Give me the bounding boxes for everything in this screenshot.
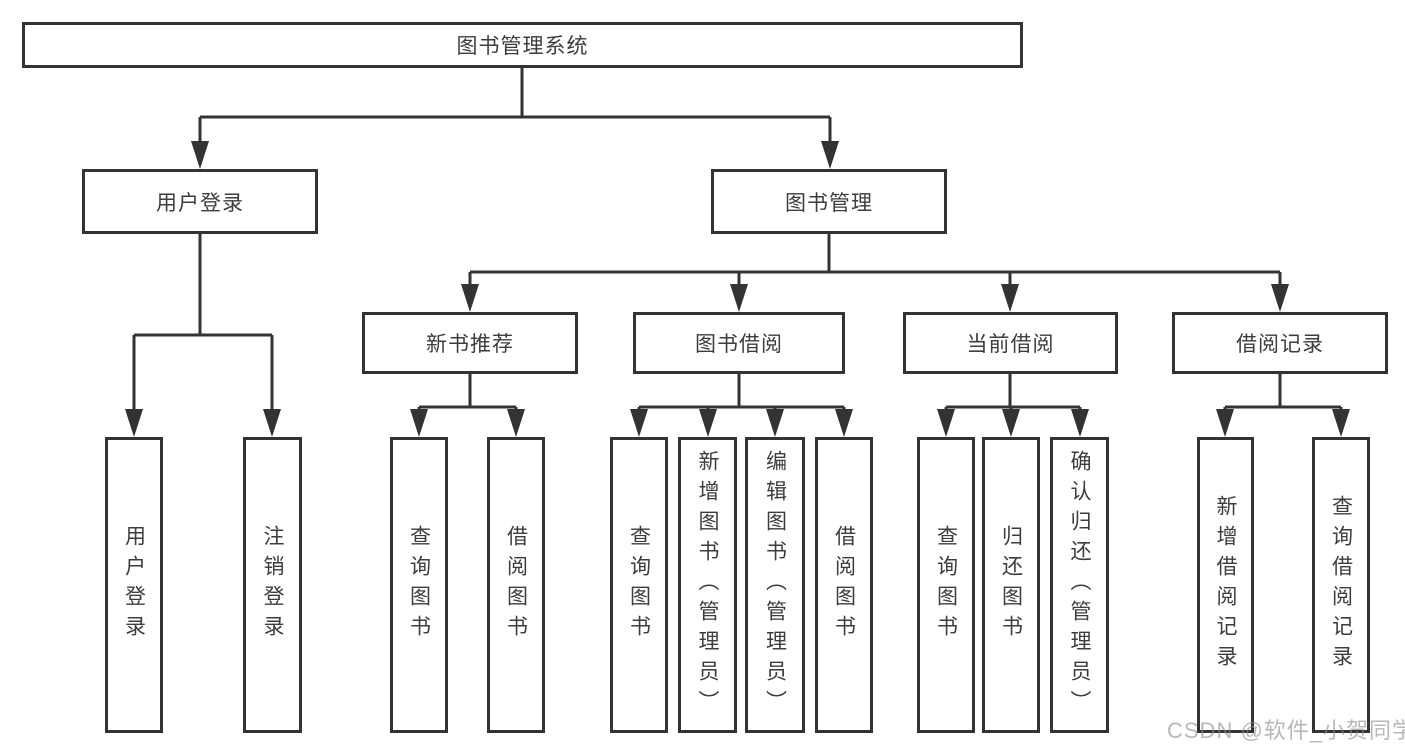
leaf-edit-books-admin: 编辑图书（管理员） xyxy=(745,437,805,733)
leaf-borrowing-query-books: 查询图书 xyxy=(610,437,668,733)
leaf-add-borrow-record: 新增借阅记录 xyxy=(1197,437,1254,733)
leaf-query-borrow-record: 查询借阅记录 xyxy=(1312,437,1370,733)
watermark-text: CSDN @软件_小贺同学 xyxy=(1167,718,1405,743)
leaf-add-books-admin: 新增图书（管理员） xyxy=(678,437,737,733)
node-book-management: 图书管理 xyxy=(711,169,947,234)
leaf-return-books: 归还图书 xyxy=(982,437,1040,733)
arrowheads xyxy=(125,141,1350,437)
leaf-logout: 注销登录 xyxy=(243,437,302,733)
leaf-recommend-query-books: 查询图书 xyxy=(390,437,448,733)
leaf-user-login: 用户登录 xyxy=(105,437,163,733)
node-root-system: 图书管理系统 xyxy=(22,22,1023,68)
leaf-recommend-borrow-books: 借阅图书 xyxy=(487,437,545,733)
node-new-book-recommend: 新书推荐 xyxy=(362,312,578,374)
leaf-confirm-return-admin: 确认归还（管理员） xyxy=(1050,437,1109,733)
node-user-login: 用户登录 xyxy=(82,169,318,234)
node-current-borrowing: 当前借阅 xyxy=(903,312,1118,374)
leaf-current-query-books: 查询图书 xyxy=(917,437,975,733)
node-book-borrowing: 图书借阅 xyxy=(633,312,845,374)
leaf-borrowing-borrow-books: 借阅图书 xyxy=(815,437,873,733)
node-borrowing-records: 借阅记录 xyxy=(1172,312,1388,374)
